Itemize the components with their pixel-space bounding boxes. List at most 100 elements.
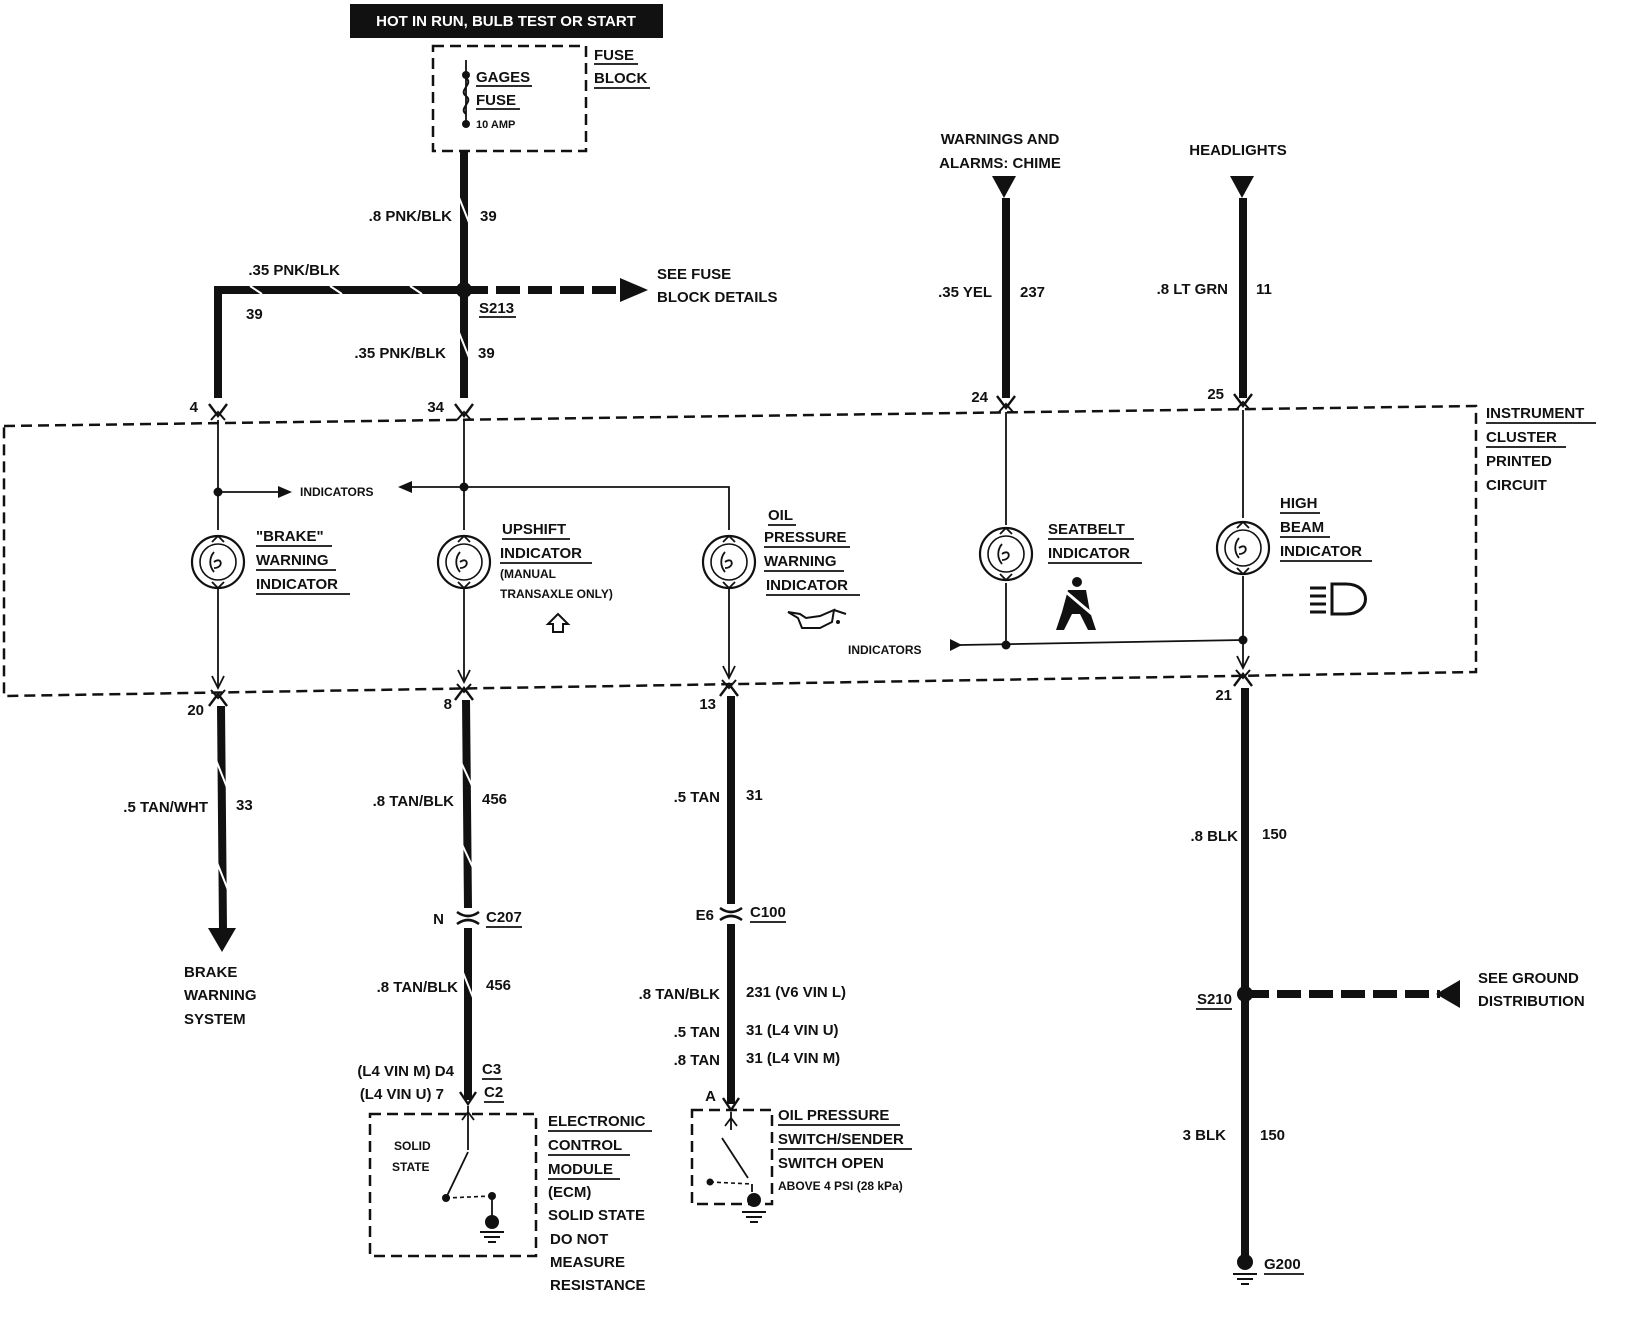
upshift-circuit-a: 456 bbox=[482, 791, 507, 808]
brake-circuit-number: 33 bbox=[236, 797, 253, 814]
instrument-cluster: INSTRUMENT CLUSTER PRINTED CIRCUIT 4 34 … bbox=[2, 386, 1596, 719]
upshift-circuit-b: 456 bbox=[486, 977, 511, 994]
feed-lower-wire: .35 PNK/BLK bbox=[354, 345, 446, 362]
brake-indicator: "BRAKE" WARNING INDICATOR bbox=[190, 528, 350, 595]
seatbelt-label-2: INDICATOR bbox=[1048, 545, 1130, 562]
oil-wire-b1: .8 TAN/BLK bbox=[639, 986, 721, 1003]
ecm-conn-c2: C2 bbox=[484, 1084, 503, 1101]
cluster-title-2: CLUSTER bbox=[1486, 429, 1557, 446]
upshift-label-1: UPSHIFT bbox=[502, 521, 566, 538]
feed-left-wire: .35 PNK/BLK bbox=[248, 262, 340, 279]
feed-main-circuit: 39 bbox=[480, 208, 497, 225]
feed-lower-circuit: 39 bbox=[478, 345, 495, 362]
cluster-title-1: INSTRUMENT bbox=[1486, 405, 1584, 422]
brake-wire: .5 TAN/WHT bbox=[123, 799, 208, 816]
upshift-wire-b: .8 TAN/BLK bbox=[377, 979, 459, 996]
oil-wire-b2: .5 TAN bbox=[674, 1024, 720, 1041]
upshift-wire-a: .8 TAN/BLK bbox=[373, 793, 455, 810]
indicators-top: INDICATORS bbox=[300, 485, 374, 499]
see-ground-arrow-icon bbox=[1436, 980, 1460, 1008]
upshift-label-2: INDICATOR bbox=[500, 545, 582, 562]
ecm-label-7: MEASURE bbox=[550, 1254, 625, 1271]
brake-dest-3: SYSTEM bbox=[184, 1011, 246, 1028]
chime-wire: .35 YEL bbox=[938, 284, 992, 301]
cluster-boundary bbox=[2, 404, 1478, 698]
fuse-block-label-2: BLOCK bbox=[594, 70, 647, 87]
feed-wires: .8 PNK/BLK 39 .35 PNK/BLK 39 S213 SEE FU… bbox=[214, 151, 778, 398]
highbeam-label-3: INDICATOR bbox=[1280, 543, 1362, 560]
upshift-bulb-icon bbox=[436, 534, 492, 590]
upshift-label-4: TRANSAXLE ONLY) bbox=[500, 587, 613, 601]
fuse-block-label-1: FUSE bbox=[594, 47, 634, 64]
oil-label-1: OIL bbox=[768, 507, 793, 524]
ecm-label-6: DO NOT bbox=[550, 1231, 608, 1248]
headlamp-high-beam-icon bbox=[1310, 582, 1367, 616]
ecm-label-4: (ECM) bbox=[548, 1184, 591, 1201]
upshift-arrow-icon bbox=[545, 612, 571, 633]
indicators-bottom: INDICATORS bbox=[848, 643, 922, 657]
c100-connector-icon bbox=[718, 906, 744, 922]
headlights-label: HEADLIGHTS bbox=[1189, 142, 1287, 159]
indicators-bottom-arrow-icon bbox=[950, 639, 962, 651]
ground-wire-a: .8 BLK bbox=[1190, 828, 1238, 845]
chime-arrow-icon bbox=[992, 176, 1016, 198]
pin-20: 20 bbox=[187, 702, 204, 719]
fuse-rating: 10 AMP bbox=[476, 119, 515, 131]
splice-s213: S213 bbox=[479, 300, 514, 317]
seatbelt-indicator: SEATBELT INDICATOR bbox=[978, 521, 1142, 630]
ecm-label-3: MODULE bbox=[548, 1161, 613, 1178]
oil-circuit-b1: 231 (V6 VIN L) bbox=[746, 984, 846, 1001]
pin-13: 13 bbox=[699, 696, 716, 713]
pin-34: 34 bbox=[427, 399, 444, 416]
ground-circuit-a: 150 bbox=[1262, 826, 1287, 843]
seatbelt-bulb-icon bbox=[978, 526, 1034, 582]
upshift-label-3: (MANUAL bbox=[500, 567, 556, 581]
highbeam-label-2: BEAM bbox=[1280, 519, 1324, 536]
brake-label-3: INDICATOR bbox=[256, 576, 338, 593]
ecm-solid-1: SOLID bbox=[394, 1139, 431, 1153]
oil-label-2: PRESSURE bbox=[764, 529, 847, 546]
c207-label: C207 bbox=[486, 909, 522, 926]
feed-main-wire: .8 PNK/BLK bbox=[369, 208, 453, 225]
feed-left-circuit: 39 bbox=[246, 306, 263, 323]
oil-circuit: .5 TAN 31 E6 C100 .8 TAN/BLK 231 (V6 VIN… bbox=[639, 696, 912, 1223]
oil-wire-b3: .8 TAN bbox=[674, 1052, 720, 1069]
c207-pin: N bbox=[433, 911, 444, 928]
c100-label: C100 bbox=[750, 904, 786, 921]
indicators-top-right-arrow-icon bbox=[278, 486, 292, 498]
ecm-label-5: SOLID STATE bbox=[548, 1207, 645, 1224]
oil-switch-label-3: SWITCH OPEN bbox=[778, 1155, 884, 1172]
splice-s210: S210 bbox=[1197, 991, 1232, 1008]
oil-circuit-b2: 31 (L4 VIN U) bbox=[746, 1022, 839, 1039]
highbeam-bulb-icon bbox=[1215, 520, 1271, 576]
seatbelt-label-1: SEATBELT bbox=[1048, 521, 1125, 538]
pin-8: 8 bbox=[444, 696, 452, 713]
cluster-title-3: PRINTED bbox=[1486, 453, 1552, 470]
ecm-conn-c3: C3 bbox=[482, 1061, 501, 1078]
oil-bulb-icon bbox=[701, 534, 757, 590]
oil-circuit-a: 31 bbox=[746, 787, 763, 804]
brake-label-2: WARNING bbox=[256, 552, 329, 569]
ecm-box bbox=[368, 1112, 538, 1258]
brake-dest-2: WARNING bbox=[184, 987, 257, 1004]
splice-s210-dot bbox=[1237, 986, 1253, 1002]
fuse-icon bbox=[462, 77, 470, 115]
ground-wire-b: 3 BLK bbox=[1183, 1127, 1227, 1144]
ecm-solid-2: STATE bbox=[392, 1160, 430, 1174]
fuse-block: GAGES FUSE 10 AMP FUSE BLOCK bbox=[431, 44, 650, 153]
see-fuse-1: SEE FUSE bbox=[657, 266, 731, 283]
oil-can-icon bbox=[787, 608, 847, 629]
ecm-vin-u: (L4 VIN U) 7 bbox=[360, 1086, 444, 1103]
fuse-name-1: GAGES bbox=[476, 69, 530, 86]
ground-g200-icon bbox=[1232, 1273, 1258, 1285]
ecm-switch-icon bbox=[442, 1106, 505, 1243]
oil-circuit-b3: 31 (L4 VIN M) bbox=[746, 1050, 840, 1067]
chime-circuit: 237 bbox=[1020, 284, 1045, 301]
brake-circuit: .5 TAN/WHT 33 BRAKE WARNING SYSTEM bbox=[123, 705, 257, 1028]
pin-24: 24 bbox=[971, 389, 988, 406]
oil-switch-label-4: ABOVE 4 PSI (28 kPa) bbox=[778, 1179, 903, 1193]
oil-label-3: WARNING bbox=[764, 553, 837, 570]
ecm-label-1: ELECTRONIC bbox=[548, 1113, 646, 1130]
ground-circuit-b: 150 bbox=[1260, 1127, 1285, 1144]
